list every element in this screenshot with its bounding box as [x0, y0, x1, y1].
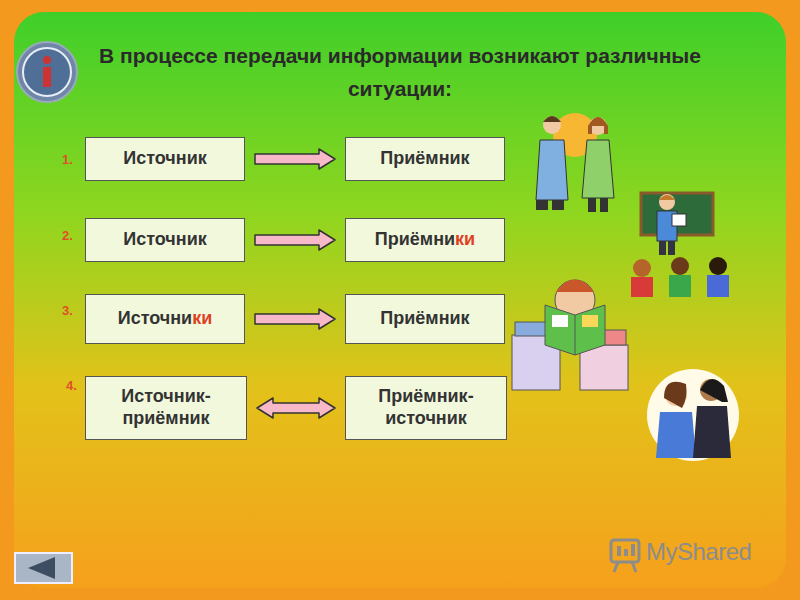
process-box: Приёмник — [345, 137, 505, 181]
block-arrow — [257, 398, 335, 418]
box-label: Источник- приёмник — [94, 386, 238, 429]
classroom-picture — [631, 193, 729, 297]
process-box: Приёмники — [345, 218, 505, 262]
box-label: Приёмники — [375, 229, 475, 251]
watermark: MyShared — [646, 538, 751, 566]
box-label: Источник — [123, 229, 206, 251]
callout-number: 2. — [62, 228, 73, 243]
box-label: Приёмник — [380, 308, 469, 330]
process-box: Источник — [85, 218, 245, 262]
info-icon — [17, 42, 77, 102]
box-label: Приёмник- источник — [354, 386, 498, 429]
box-label: Приёмник — [380, 148, 469, 170]
box-label: Источник — [123, 148, 206, 170]
block-arrow — [255, 149, 335, 169]
girls-talking-picture — [647, 369, 739, 461]
process-box: Источники — [85, 294, 245, 344]
callout-number: 1. — [62, 152, 73, 167]
slide-title: В процессе передачи информации возникают… — [85, 40, 715, 105]
people-talking-picture — [536, 113, 614, 212]
process-box: Приёмник- источник — [345, 376, 507, 440]
block-arrow — [255, 309, 335, 329]
box-label: Источники — [118, 308, 213, 330]
callout-number: 4. — [66, 378, 77, 393]
process-box: Приёмник — [345, 294, 505, 344]
process-box: Источник — [85, 137, 245, 181]
block-arrow — [255, 230, 335, 250]
reading-person-picture — [512, 280, 628, 391]
process-box: Источник- приёмник — [85, 376, 247, 440]
callout-number: 3. — [62, 303, 73, 318]
watermark-icon — [611, 540, 639, 572]
back-button — [15, 553, 72, 583]
